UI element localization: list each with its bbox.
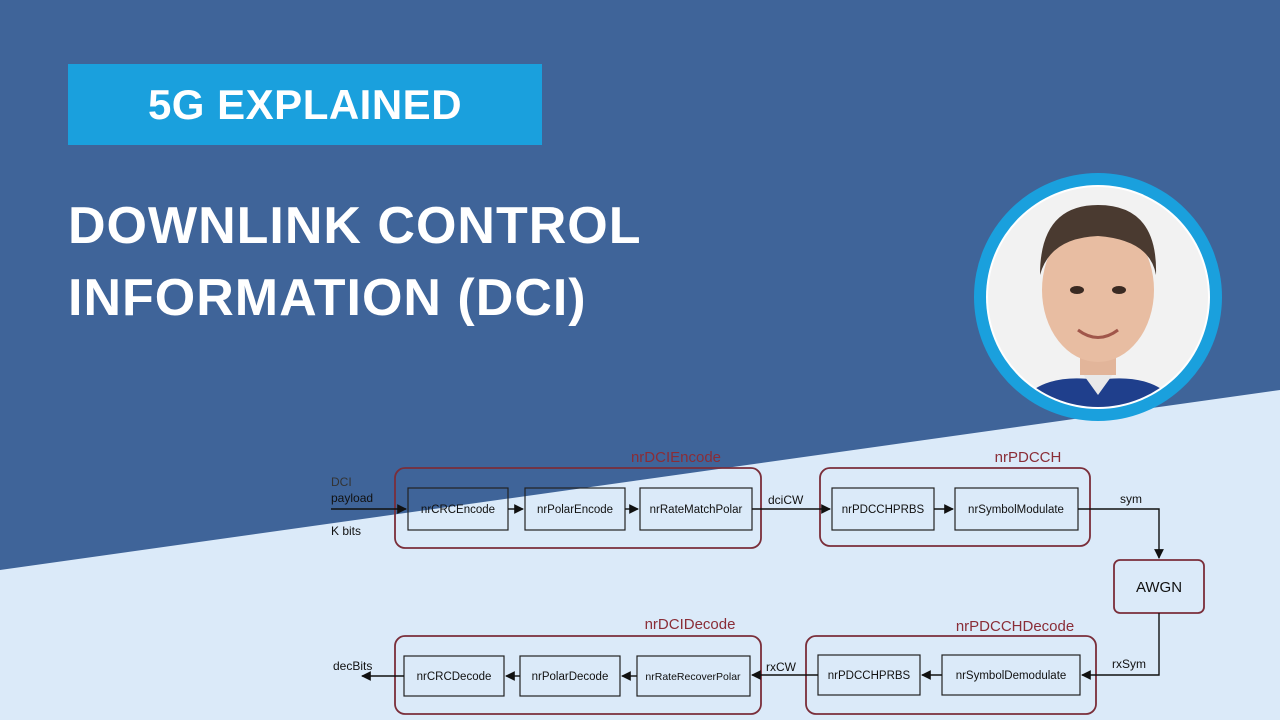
series-badge-label: 5G EXPLAINED bbox=[147, 80, 463, 128]
block-symbol-demodulate: nrSymbolDemodulate bbox=[941, 654, 1081, 696]
block-pdcch-prbs-rx: nrPDCCHPRBS bbox=[817, 654, 921, 696]
block-symbol-modulate: nrSymbolModulate bbox=[954, 487, 1079, 531]
input-label-line2: payload bbox=[331, 491, 373, 505]
block-rate-recover-polar: nrRateRecoverPolar bbox=[636, 655, 751, 697]
signal-label-sym: sym bbox=[1120, 492, 1142, 506]
block-crc-encode-label: nrCRCEncode bbox=[421, 504, 495, 516]
output-label-decbits: decBits bbox=[333, 659, 372, 673]
signal-label-dcicw: dciCW bbox=[768, 493, 804, 507]
block-polar-encode-label: nrPolarEncode bbox=[537, 504, 613, 516]
input-label-line3: K bits bbox=[331, 524, 361, 538]
pdcch-decode-group-label: nrPDCCHDecode bbox=[956, 618, 1074, 635]
block-rate-match-polar-label: nrRateMatchPolar bbox=[650, 504, 743, 516]
block-awgn: AWGN bbox=[1113, 559, 1205, 614]
encode-group: nrDCIEncode bbox=[394, 449, 762, 549]
pdcch-group: nrPDCCH bbox=[819, 449, 1091, 547]
signal-label-rxcw: rxCW bbox=[766, 660, 797, 674]
page-title: DOWNLINK CONTROL INFORMATION (DCI) bbox=[68, 190, 641, 334]
block-symbol-modulate-label: nrSymbolModulate bbox=[968, 504, 1064, 516]
block-pdcch-prbs-tx: nrPDCCHPRBS bbox=[831, 487, 935, 531]
block-awgn-label: AWGN bbox=[1136, 579, 1182, 596]
block-symbol-demodulate-label: nrSymbolDemodulate bbox=[956, 670, 1067, 682]
block-pdcch-prbs-tx-label: nrPDCCHPRBS bbox=[842, 504, 925, 516]
block-rate-recover-polar-label: nrRateRecoverPolar bbox=[645, 671, 741, 683]
block-polar-decode: nrPolarDecode bbox=[519, 655, 621, 697]
signal-label-rxsym: rxSym bbox=[1112, 657, 1146, 671]
decode-group-label: nrDCIDecode bbox=[645, 616, 736, 633]
series-badge: 5G EXPLAINED bbox=[68, 64, 542, 145]
page-title-line1: DOWNLINK CONTROL bbox=[68, 197, 642, 255]
pdcch-group-label: nrPDCCH bbox=[995, 449, 1062, 466]
input-label-line1: DCI bbox=[331, 475, 352, 489]
page-title-line2: INFORMATION (DCI) bbox=[68, 269, 587, 327]
block-polar-decode-label: nrPolarDecode bbox=[532, 671, 609, 683]
block-polar-encode: nrPolarEncode bbox=[524, 487, 626, 531]
signal-arrows bbox=[331, 504, 1164, 681]
block-rate-match-polar: nrRateMatchPolar bbox=[639, 487, 753, 531]
presenter-avatar-icon bbox=[974, 173, 1222, 421]
block-crc-decode: nrCRCDecode bbox=[403, 655, 505, 697]
decode-group: nrDCIDecode bbox=[394, 616, 762, 715]
block-pdcch-prbs-rx-label: nrPDCCHPRBS bbox=[828, 670, 911, 682]
block-crc-decode-label: nrCRCDecode bbox=[417, 671, 492, 683]
block-crc-encode: nrCRCEncode bbox=[407, 487, 509, 531]
pdcch-decode-group: nrPDCCHDecode bbox=[805, 618, 1097, 715]
encode-group-label: nrDCIEncode bbox=[631, 449, 721, 466]
